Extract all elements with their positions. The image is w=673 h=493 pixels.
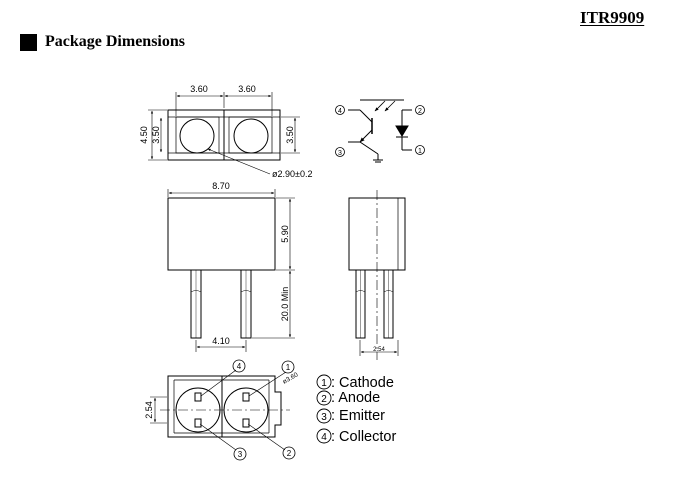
dim-front-lead-length: 20.0 Min xyxy=(280,287,290,322)
dim-top-width-left: 3.60 xyxy=(190,84,208,94)
legend-item-collector: 4 : Collector xyxy=(316,428,396,445)
schematic-pin3: 3 xyxy=(338,150,342,157)
legend-num: 4 xyxy=(321,432,327,443)
bottom-callout-pin3: 3 xyxy=(238,450,243,459)
part-number: ITR9909 xyxy=(580,8,645,27)
legend-label: : Anode xyxy=(331,390,380,406)
legend-label: : Emitter xyxy=(331,408,385,424)
top-lens-left xyxy=(179,118,215,154)
dim-front-lead-pitch: 4.10 xyxy=(212,336,230,346)
top-view xyxy=(148,92,300,175)
legend-num: 1 xyxy=(321,378,327,389)
schematic-pin2: 2 xyxy=(418,108,422,115)
dim-top-height-outer: 4.50 xyxy=(139,126,149,144)
legend-label: : Collector xyxy=(331,429,396,445)
front-view xyxy=(167,189,295,352)
dim-top-height-inner-right: 3.50 xyxy=(285,126,295,144)
pin-legend: 1 : Cathode 2 : Anode 3 : Emitter 4 : Co… xyxy=(316,374,396,445)
dim-top-lens-diameter: ø2.90±0.2 xyxy=(272,169,312,179)
section-title: Package Dimensions xyxy=(45,33,185,50)
dim-front-body-width: 8.70 xyxy=(212,181,230,191)
bottom-callout-pin4: 4 xyxy=(237,362,242,371)
dim-bottom-pin-pitch: 2.54 xyxy=(144,401,154,419)
schematic-pin1: 1 xyxy=(418,148,422,155)
dim-side-lead-pitch: 2.54 xyxy=(373,347,385,353)
bottom-view xyxy=(150,359,296,461)
legend-item-emitter: 3 : Emitter xyxy=(316,408,385,424)
legend-num: 3 xyxy=(321,412,327,423)
led-diode-icon xyxy=(395,125,409,137)
dim-top-width-right: 3.60 xyxy=(238,84,256,94)
bottom-callout-pin1: 1 xyxy=(286,363,291,372)
legend-label: : Cathode xyxy=(331,375,394,391)
circuit-schematic xyxy=(335,99,425,163)
section-bullet-icon xyxy=(20,33,37,51)
top-lens-right xyxy=(233,118,269,154)
bottom-callout-pin2: 2 xyxy=(287,449,292,458)
schematic-pin4: 4 xyxy=(338,108,342,115)
dim-top-height-inner-left: 3.50 xyxy=(151,126,161,144)
bottom-view-outline xyxy=(167,375,282,438)
dim-front-body-height: 5.90 xyxy=(280,225,290,243)
legend-item-anode: 2 : Anode xyxy=(316,390,380,406)
legend-item-cathode: 1 : Cathode xyxy=(316,374,394,391)
front-view-body xyxy=(167,197,276,271)
legend-num: 2 xyxy=(321,394,327,405)
section-heading: Package Dimensions xyxy=(20,33,185,51)
side-view xyxy=(348,190,406,360)
